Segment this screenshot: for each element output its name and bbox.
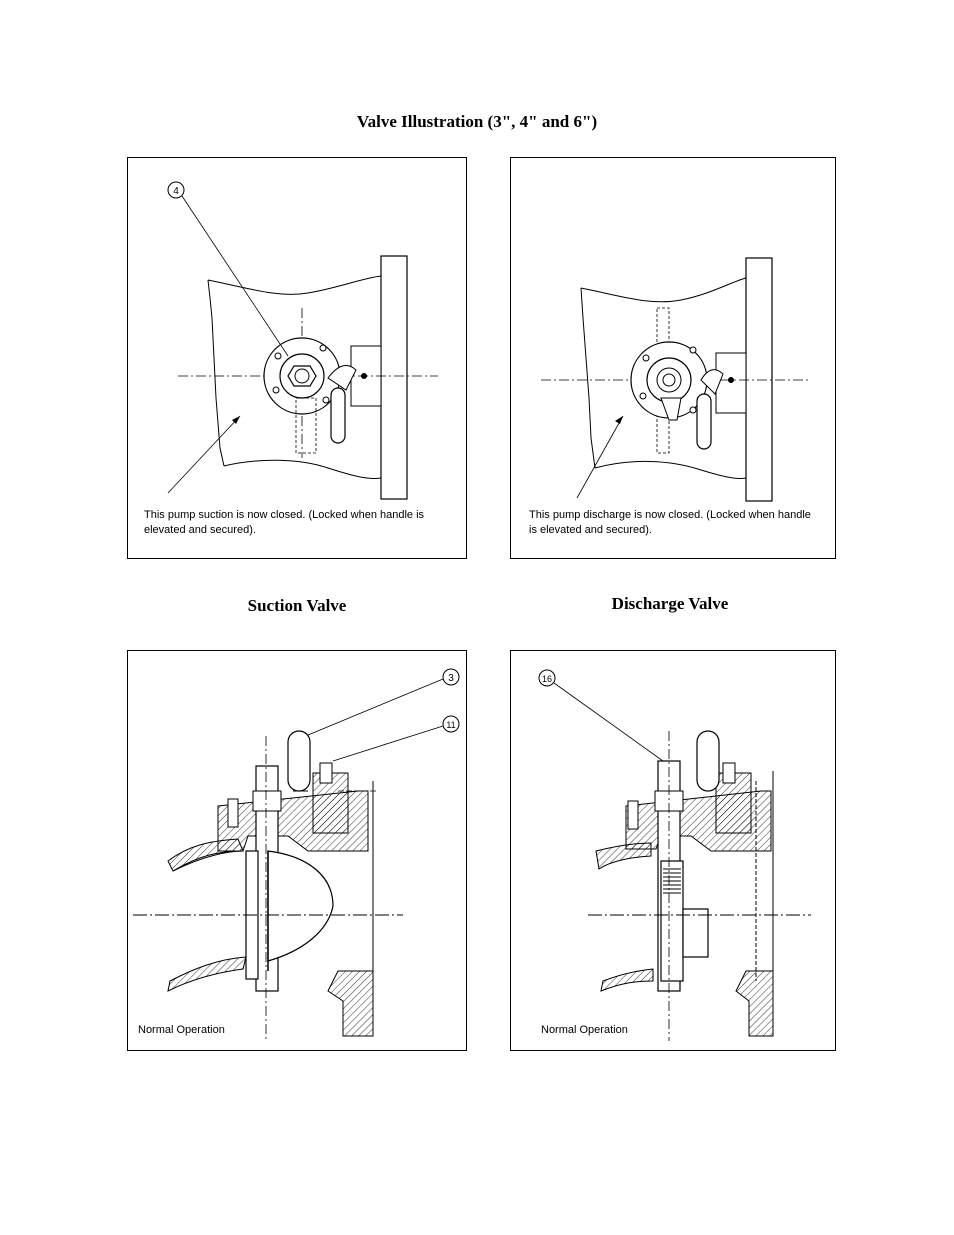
- callout-3-label: 3: [448, 673, 454, 684]
- suction-closed-note: This pump suction is now closed. (Locked…: [144, 509, 425, 536]
- discharge-valve-normal-figure: 16 Normal Operation: [510, 650, 836, 1051]
- suction-valve-closed-figure: 4 This pump suction is now closed. (Lock…: [127, 157, 467, 559]
- callout-11-label: 11: [446, 720, 455, 730]
- discharge-closed-note: This pump discharge is now closed. (Lock…: [529, 509, 811, 536]
- discharge-valve-caption: Discharge Valve: [611, 594, 729, 613]
- suction-normal-note: Normal Operation: [138, 1024, 225, 1036]
- callout-4-label: 4: [173, 186, 179, 197]
- discharge-valve-closed-figure: This pump discharge is now closed. (Lock…: [510, 157, 836, 559]
- suction-valve-normal-figure: 3 11 Normal Operation: [127, 650, 467, 1051]
- suction-valve-top-view-drawing: 4: [167, 181, 438, 500]
- discharge-normal-note: Normal Operation: [541, 1024, 628, 1036]
- callout-16-label: 16: [542, 674, 552, 684]
- discharge-valve-section-drawing: 16: [538, 669, 811, 1041]
- page-title: Valve Illustration (3", 4" and 6"): [356, 112, 598, 131]
- suction-valve-section-drawing: 3 11: [133, 668, 460, 1041]
- suction-valve-caption: Suction Valve: [247, 596, 347, 615]
- discharge-valve-top-view-drawing: [541, 257, 811, 502]
